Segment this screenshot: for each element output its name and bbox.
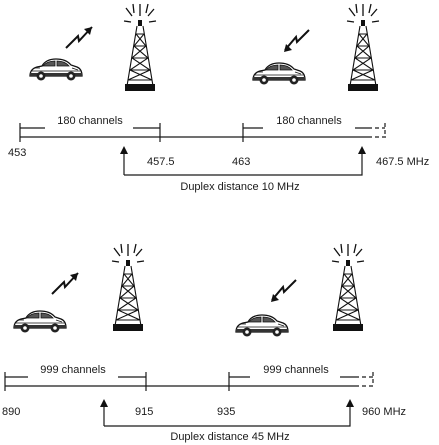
band-bracket-right bbox=[228, 372, 374, 385]
band-label-right: 180 channels bbox=[276, 115, 342, 127]
tick-label: 457.5 bbox=[147, 156, 175, 168]
tick-label: 463 bbox=[232, 156, 250, 168]
frequency-axis bbox=[19, 133, 386, 142]
band-label-left: 180 channels bbox=[57, 115, 123, 127]
duplex-distance-label: Duplex distance 10 MHz bbox=[180, 181, 299, 193]
radio-tower-icon bbox=[111, 243, 145, 332]
car-icon bbox=[13, 310, 67, 334]
tick-label: 935 bbox=[217, 406, 235, 418]
tick-label: 467.5 MHz bbox=[376, 156, 429, 168]
lightning-arrow-icon bbox=[51, 272, 79, 295]
band-bracket-left bbox=[19, 123, 161, 133]
band-label-right: 999 channels bbox=[263, 364, 329, 376]
band-label-left: 999 channels bbox=[40, 364, 106, 376]
lightning-arrow-icon bbox=[65, 26, 93, 49]
frequency-axis bbox=[4, 382, 373, 391]
radio-tower-icon bbox=[346, 3, 380, 92]
radio-tower-icon bbox=[331, 243, 365, 332]
tick-label: 915 bbox=[135, 406, 153, 418]
band-bracket-left bbox=[4, 372, 147, 382]
duplex-connector bbox=[100, 399, 354, 427]
car-icon bbox=[29, 58, 83, 82]
duplex-distance-label: Duplex distance 45 MHz bbox=[170, 431, 289, 443]
tick-label: 453 bbox=[8, 147, 26, 159]
tick-label: 960 MHz bbox=[362, 406, 406, 418]
tick-label: 890 bbox=[2, 406, 20, 418]
car-icon bbox=[252, 62, 306, 86]
lightning-arrow-icon bbox=[270, 279, 297, 303]
lightning-arrow-icon bbox=[283, 29, 310, 53]
duplex-connector bbox=[120, 146, 366, 176]
band-bracket-right bbox=[242, 123, 386, 136]
radio-tower-icon bbox=[123, 3, 157, 92]
car-icon bbox=[235, 314, 289, 338]
